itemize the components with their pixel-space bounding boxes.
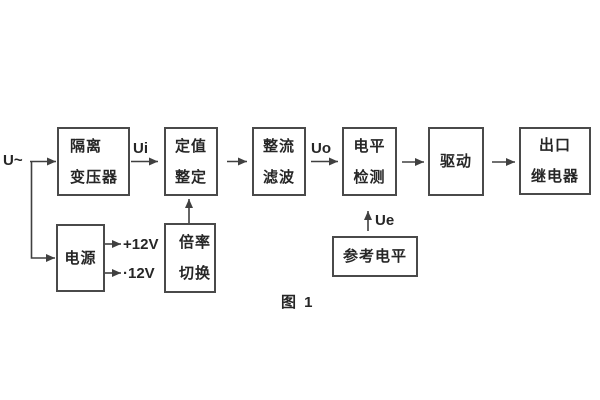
block-ratio-switch-line2: 切换	[179, 265, 212, 282]
block-rectifier-filter: 整流 滤波	[252, 127, 306, 196]
block-ratio-switch: 倍率 切换	[164, 223, 216, 293]
block-output-relay: 出口 继电器	[519, 127, 591, 195]
arrow-input-branch-to-power	[30, 161, 55, 262]
block-driver: 驱动	[428, 127, 484, 196]
block-driver-line1: 驱动	[439, 153, 472, 170]
block-level-detection-line2: 检测	[353, 168, 386, 186]
figure-caption: 图 1	[281, 294, 315, 311]
plus-12v-label: +12V	[123, 236, 159, 253]
block-setting-line1: 定值	[174, 137, 207, 155]
input-voltage-label: U~	[3, 152, 23, 169]
block-power-supply: 电源	[56, 224, 105, 292]
minus-12v-label: ·12V	[123, 265, 155, 282]
uo-label: Uo	[311, 140, 331, 157]
ue-label: Ue	[375, 212, 395, 229]
block-isolation-transformer-line2: 变压器	[70, 168, 119, 186]
block-isolation-transformer-line1: 隔离	[70, 137, 103, 155]
block-output-relay-line2: 继电器	[530, 168, 579, 185]
block-level-detection-line1: 电平	[353, 137, 386, 155]
block-power-supply-line1: 电源	[64, 249, 97, 267]
block-setting: 定值 整定	[164, 127, 218, 196]
block-reference-level: 参考电平	[332, 236, 418, 277]
block-ratio-switch-line1: 倍率	[179, 234, 212, 251]
block-level-detection: 电平 检测	[342, 127, 397, 196]
block-rectifier-filter-line2: 滤波	[262, 168, 295, 186]
block-output-relay-line1: 出口	[538, 137, 571, 154]
block-rectifier-filter-line1: 整流	[262, 137, 295, 155]
block-reference-level-line1: 参考电平	[342, 248, 407, 265]
block-setting-line2: 整定	[174, 168, 207, 186]
ui-label: Ui	[133, 140, 148, 157]
block-isolation-transformer: 隔离 变压器	[57, 127, 130, 196]
